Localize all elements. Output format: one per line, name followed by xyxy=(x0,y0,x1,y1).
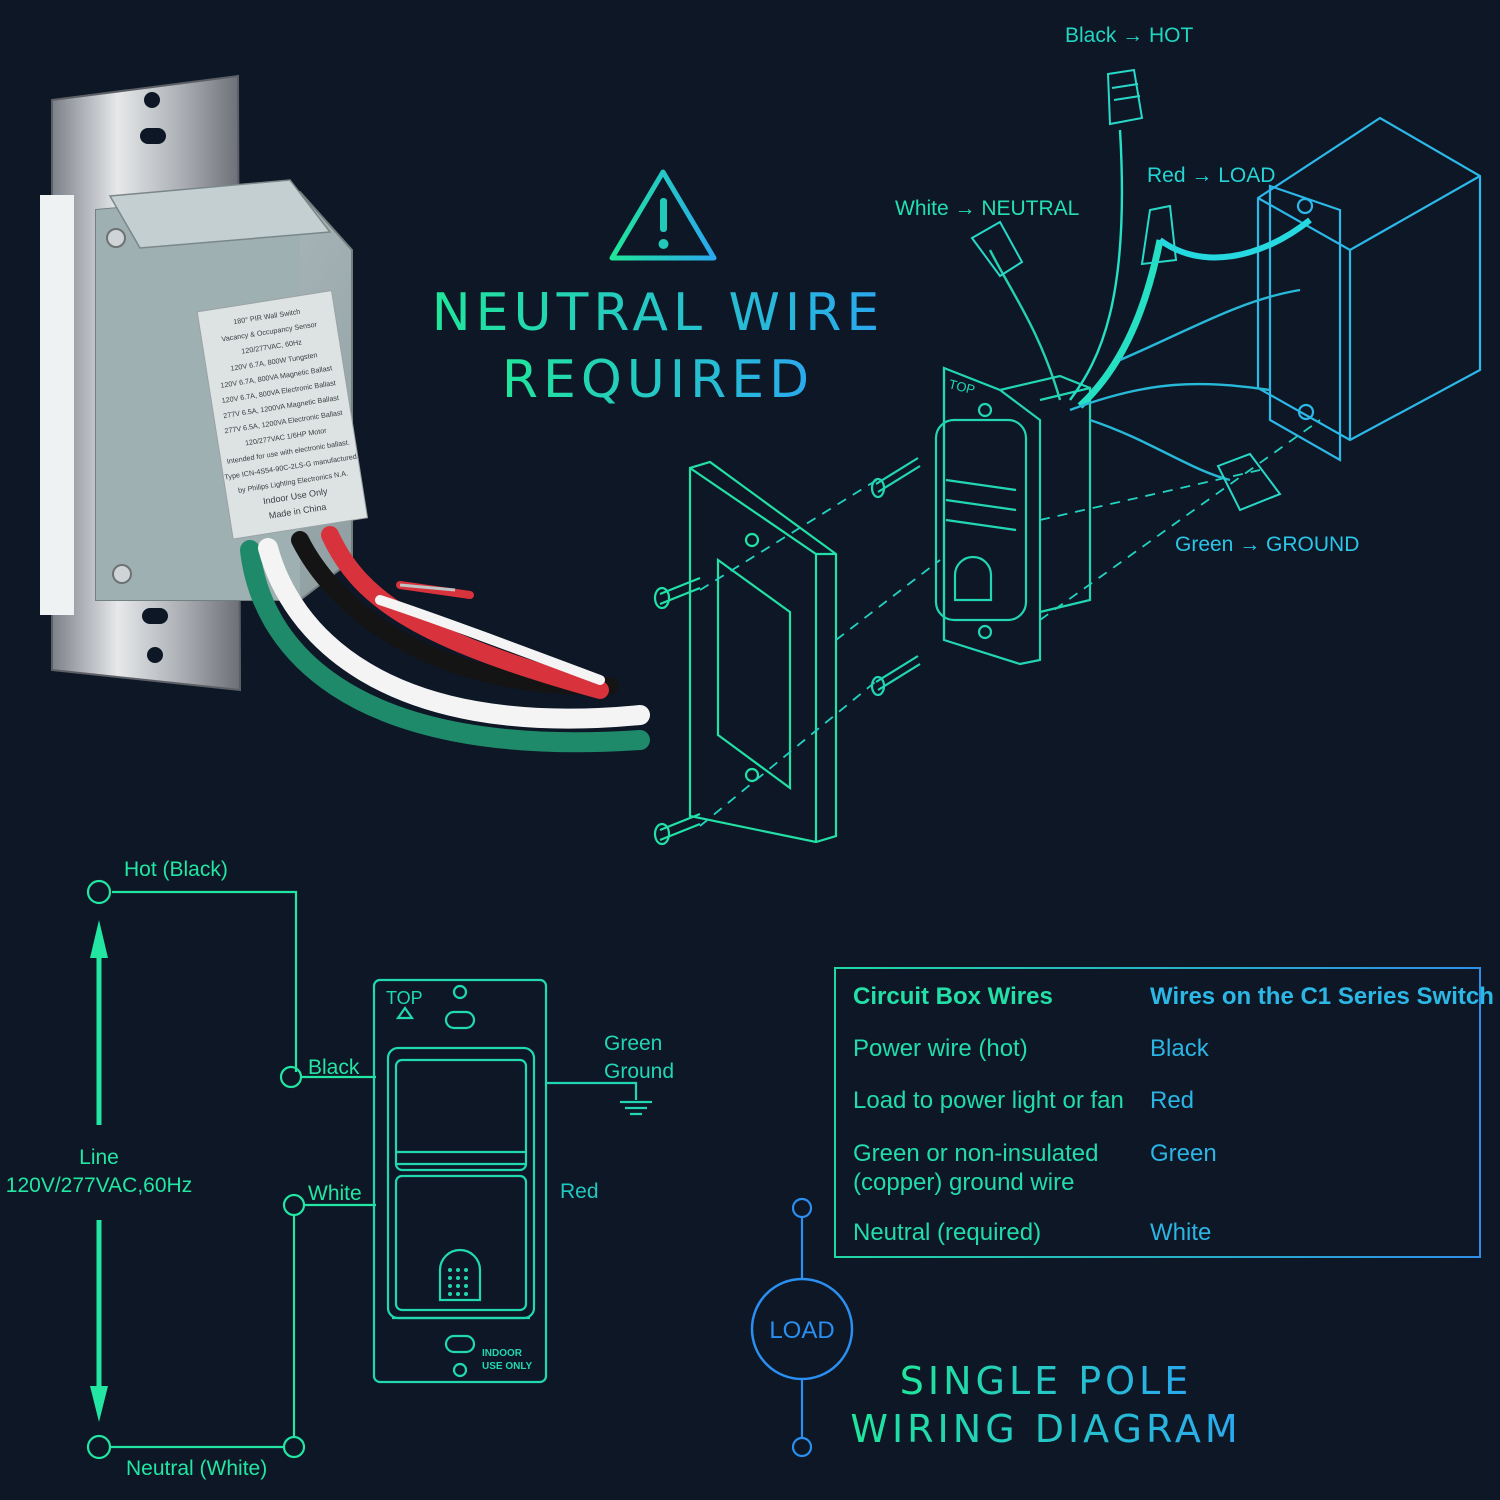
table-row-3-right: Green xyxy=(1150,1140,1217,1167)
ground-symbol-icon xyxy=(546,1081,652,1116)
schematic-line-label-1: Line xyxy=(79,1146,119,1169)
exploded-installation-view: TOP xyxy=(653,68,1482,846)
schematic-ground-label-1: Green xyxy=(604,1032,662,1055)
table-row-3-left-a: Green or non-insulated xyxy=(853,1140,1098,1167)
table-row-4-right: White xyxy=(1150,1219,1211,1246)
schematic-line-label-2: 120V/277VAC,60Hz xyxy=(6,1174,192,1197)
table-row-2-right: Red xyxy=(1150,1087,1194,1114)
plate-screw-icon xyxy=(653,576,701,846)
schematic-hot-label: Hot (Black) xyxy=(124,858,228,881)
schematic-ground-label-2: Ground xyxy=(604,1060,674,1083)
schematic-switch-top: TOP xyxy=(386,988,423,1008)
single-pole-schematic xyxy=(86,879,854,1460)
label-green-ground: Green → GROUND xyxy=(1175,533,1359,556)
schematic-black-label: Black xyxy=(308,1056,360,1079)
schematic-white-label: White xyxy=(308,1182,362,1205)
table-row-1-right: Black xyxy=(1150,1035,1210,1062)
exploded-top-mark: TOP xyxy=(947,376,976,397)
schematic-indoor-2: USE ONLY xyxy=(482,1361,533,1372)
label-red-load: Red → LOAD xyxy=(1147,164,1275,187)
exploded-switch-device xyxy=(934,366,1092,666)
table-row-3-left-b: (copper) ground wire xyxy=(853,1169,1074,1196)
wire-nut-icon xyxy=(970,68,1282,512)
junction-box xyxy=(1256,116,1482,462)
schematic-load-label: LOAD xyxy=(769,1317,834,1344)
schematic-neutral-label: Neutral (White) xyxy=(126,1457,267,1480)
diagram-title-line2: WIRING DIAGRAM xyxy=(850,1407,1241,1451)
device-screw-icon xyxy=(870,457,921,697)
schematic-switch-device xyxy=(372,978,548,1384)
neutral-title-line1: NEUTRAL WIRE xyxy=(432,283,884,343)
schematic-indoor-1: INDOOR xyxy=(482,1348,523,1359)
load-circle xyxy=(750,1277,854,1381)
label-black-hot: Black → HOT xyxy=(1065,24,1194,47)
label-white-neutral: White → NEUTRAL xyxy=(895,197,1079,220)
wall-plate xyxy=(688,460,838,844)
diagram-title-line1: SINGLE POLE xyxy=(900,1359,1192,1403)
table-row-1-left: Power wire (hot) xyxy=(853,1035,1028,1062)
box-wires xyxy=(988,129,1312,482)
table-header-left: Circuit Box Wires xyxy=(853,983,1053,1010)
schematic-red-label: Red xyxy=(560,1180,599,1203)
wire-table: Circuit Box Wires Wires on the C1 Series… xyxy=(834,967,1494,1258)
sensor-lens-dots xyxy=(448,1268,468,1296)
neutral-title-line2: REQUIRED xyxy=(502,350,814,410)
table-row-2-left: Load to power light or fan xyxy=(853,1087,1124,1114)
warning-triangle-icon xyxy=(609,169,717,261)
table-row-4-left: Neutral (required) xyxy=(853,1219,1041,1246)
table-header-right: Wires on the C1 Series Switch xyxy=(1150,983,1494,1010)
